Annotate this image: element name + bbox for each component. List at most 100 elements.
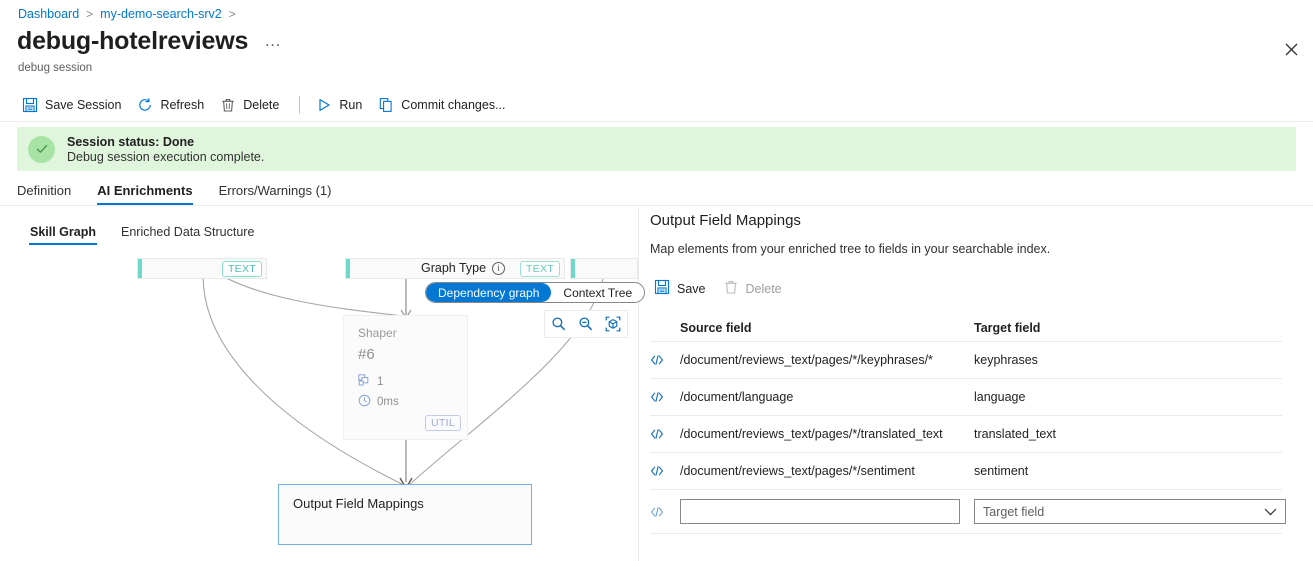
page-title: debug-hotelreviews [17,27,249,55]
new-target-field-select[interactable]: Target field [974,499,1286,524]
copy-icon [378,97,394,113]
pane-divider [638,207,639,561]
delete-label: Delete [243,98,280,112]
row-source-field: /document/reviews_text/pages/*/sentiment [680,464,915,478]
play-icon [316,97,332,113]
run-label: Run [339,98,363,112]
row-target-field: translated_text [974,427,1056,441]
command-bar-rule [0,121,1313,122]
details-panel: Output Field Mappings Map elements from … [650,212,1295,534]
table-row[interactable]: /document/reviews_text/pages/*/sentiment… [650,453,1282,490]
code-icon [650,505,680,519]
status-banner: Session status: Done Debug session execu… [17,127,1296,171]
commit-changes-button[interactable]: Commit changes... [372,92,515,118]
node-accent-bar-right [346,259,350,278]
new-row-target-cell: Target field [974,499,1286,524]
delete-button[interactable]: Delete [214,92,289,118]
skill-graph-canvas[interactable]: TEXT TEXT [0,250,638,561]
graph-type-label: Graph Type [421,261,487,275]
breadcrumb-item-service[interactable]: my-demo-search-srv2 [100,7,222,21]
tab-errors-warnings[interactable]: Errors/Warnings (1) [218,183,332,198]
run-button[interactable]: Run [310,92,372,118]
table-header-row: Source field Target field [650,315,1282,342]
shaper-duration-value: 0ms [377,396,399,408]
table-row[interactable]: /document/language language [650,379,1282,416]
table-new-row[interactable]: Target field [650,490,1286,534]
shaper-title: Shaper [358,326,397,340]
shaper-duration: 0ms [358,394,399,410]
breadcrumb-separator-icon: > [86,7,94,21]
row-source-field: /document/reviews_text/pages/*/keyphrase… [680,353,933,367]
graph-node-text-left[interactable]: TEXT [137,258,267,279]
column-header-source-field: Source field [680,321,752,335]
info-icon[interactable]: i [492,261,506,275]
page-subtitle: debug session [18,62,93,74]
table-row[interactable]: /document/reviews_text/pages/*/translate… [650,416,1282,453]
command-bar: Save Session Refresh Delete [16,89,516,121]
ofm-node-label: Output Field Mappings [293,496,424,511]
tab-ai-enrichments[interactable]: AI Enrichments [97,183,193,205]
badge-text-left: TEXT [221,261,262,277]
tab-bar-rule [0,205,1313,206]
save-session-label: Save Session [45,98,122,112]
shaper-number: #6 [358,346,375,363]
code-icon [650,390,680,404]
copies-icon [358,374,371,390]
save-session-button[interactable]: Save Session [16,92,131,118]
breadcrumb-item-dashboard[interactable]: Dashboard [18,7,80,21]
save-icon [22,97,38,113]
commit-changes-label: Commit changes... [401,98,506,112]
code-icon [650,464,680,478]
graph-type-toggle[interactable]: Dependency graph Context Tree [425,282,646,303]
details-description: Map elements from your enriched tree to … [650,242,1051,256]
title-row: debug-hotelreviews … [17,27,285,55]
graph-node-text-right[interactable]: TEXT [345,258,565,279]
node-accent-bar [138,259,142,278]
new-target-field-placeholder: Target field [983,504,1045,519]
refresh-icon [137,97,153,113]
table-row[interactable]: /document/reviews_text/pages/*/keyphrase… [650,342,1282,379]
zoom-in-icon[interactable] [548,313,570,335]
command-bar-divider [299,96,301,114]
subtab-skill-graph[interactable]: Skill Graph [29,225,97,245]
graph-type-option-context-tree[interactable]: Context Tree [563,285,633,300]
subtab-bar: Skill Graph Enriched Data Structure [29,219,255,245]
shaper-count: 1 [358,374,383,390]
status-badge: Session status: Done [67,134,195,149]
trash-icon [220,97,236,113]
save-icon [654,279,670,298]
tab-bar: Definition AI Enrichments Errors/Warning… [17,178,332,205]
graph-type-option-dependency-graph[interactable]: Dependency graph [426,283,552,302]
code-icon [650,353,680,367]
trash-icon [723,279,739,298]
chevron-down-icon [1264,505,1277,519]
column-header-target-field: Target field [974,321,1041,335]
tab-definition[interactable]: Definition [17,183,72,198]
row-source-field: /document/language [680,390,794,404]
status-message: Debug session execution complete. [67,149,265,164]
close-icon[interactable] [1278,36,1304,62]
badge-text-right: TEXT [519,261,560,277]
fit-to-view-icon[interactable] [602,313,624,335]
breadcrumb-separator-icon-2: > [228,7,236,21]
row-target-field: keyphrases [974,353,1038,367]
breadcrumb: Dashboard > my-demo-search-srv2 > [18,7,236,21]
graph-node-sliver-right[interactable] [570,258,638,279]
graph-node-shaper[interactable]: Shaper #6 1 0ms UTIL [343,315,468,440]
details-delete-button[interactable]: Delete [719,275,791,302]
more-options-button[interactable]: … [264,31,283,51]
row-target-field: sentiment [974,464,1029,478]
new-source-field-input[interactable] [680,499,960,524]
refresh-button[interactable]: Refresh [131,92,214,118]
zoom-out-icon[interactable] [575,313,597,335]
details-save-button[interactable]: Save [650,275,715,302]
shaper-count-value: 1 [377,376,384,388]
new-row-source-cell [680,499,974,524]
row-target-field: language [974,390,1026,404]
subtab-enriched-data-structure[interactable]: Enriched Data Structure [121,225,255,239]
graph-node-output-field-mappings[interactable]: Output Field Mappings [278,484,532,545]
row-source-field: /document/reviews_text/pages/*/translate… [680,427,943,441]
graph-zoom-toolbar [544,310,628,338]
check-circle-icon [28,135,55,163]
